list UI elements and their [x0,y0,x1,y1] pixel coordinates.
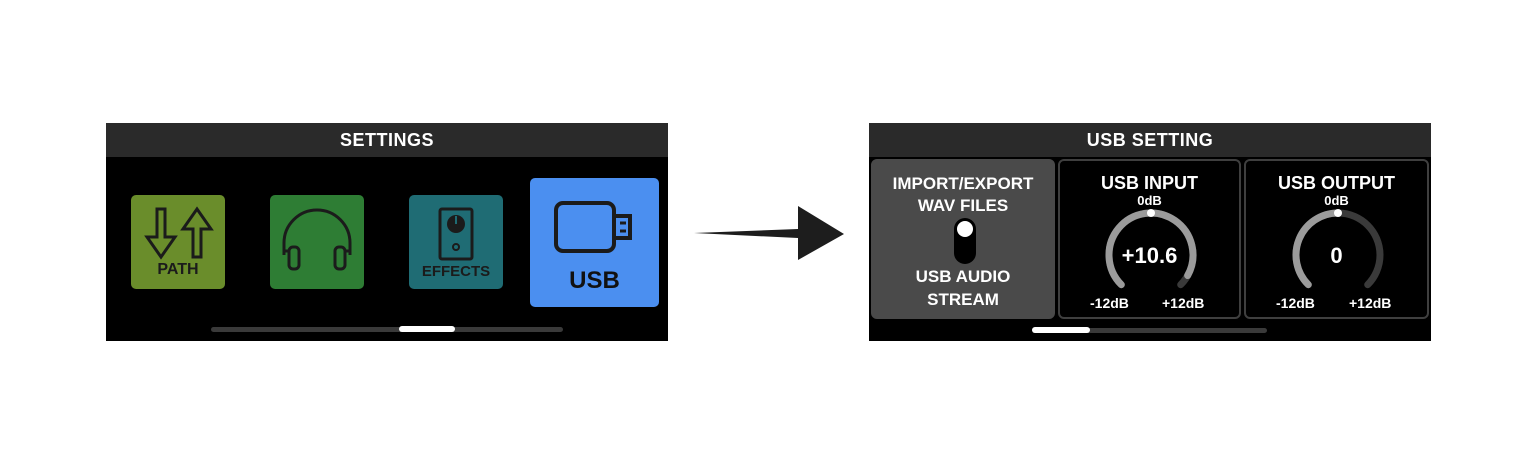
usb-setting-scrollbar-thumb[interactable] [1032,327,1090,333]
settings-title: SETTINGS [106,123,668,157]
tile-label-usb: USB [569,267,620,294]
usb-setting-title: USB SETTING [869,123,1431,157]
settings-tile-effects[interactable]: EFFECTS [409,195,503,289]
usb-input-title: USB INPUT [1100,173,1198,193]
usb-output-max-label: +12dB [1349,295,1392,311]
usb-setting-scrollbar-track[interactable] [1032,328,1267,333]
tile-label-path: PATH [157,261,199,278]
mode-top-label-line2: WAV FILES [917,196,1009,215]
mode-bottom-label-line1: USB AUDIO [915,267,1011,286]
usb-input-knob[interactable] [1058,159,1241,319]
right-arrow-icon [694,206,844,260]
usb-output-panel[interactable]: USB OUTPUT 0dB 0 -12dB +12dB [1244,159,1429,319]
settings-tile-headphones[interactable] [270,195,364,289]
tile-label-effects: EFFECTS [421,263,491,280]
usb-mode-panel[interactable]: IMPORT/EXPORT WAV FILES USB AUDIO STREAM [871,159,1055,319]
settings-scrollbar-track[interactable] [211,327,563,332]
settings-scrollbar-thumb[interactable] [399,326,455,332]
settings-tile-usb[interactable]: USB [530,178,659,307]
usb-output-min-label: -12dB [1276,295,1315,311]
path-arrows-icon [144,206,214,260]
settings-tile-path[interactable]: PATH [131,195,225,289]
mode-top-label-line1: IMPORT/EXPORT [892,174,1034,193]
headphones-icon [282,208,352,271]
usb-icon [554,201,632,253]
mode-bottom-label-line2: STREAM [927,290,999,309]
usb-input-center-label: 0dB [1137,193,1162,208]
usb-input-value: +10.6 [1121,243,1178,268]
usb-output-center-label: 0dB [1324,193,1349,208]
mode-toggle-knob [957,221,973,237]
usb-output-value: 0 [1330,243,1343,268]
usb-output-knob[interactable] [1244,159,1429,319]
usb-input-panel[interactable]: USB INPUT 0dB +10.6 -12dB +12dB [1058,159,1241,319]
mode-toggle-switch[interactable] [954,218,976,264]
usb-input-min-label: -12dB [1090,295,1129,311]
effects-pedal-icon [438,207,474,261]
usb-input-max-label: +12dB [1162,295,1205,311]
usb-setting-screen: USB SETTING IMPORT/EXPORT WAV FILES USB … [869,123,1431,341]
usb-output-title: USB OUTPUT [1278,173,1395,193]
settings-screen: SETTINGS PATH EFFECTS [106,123,668,341]
